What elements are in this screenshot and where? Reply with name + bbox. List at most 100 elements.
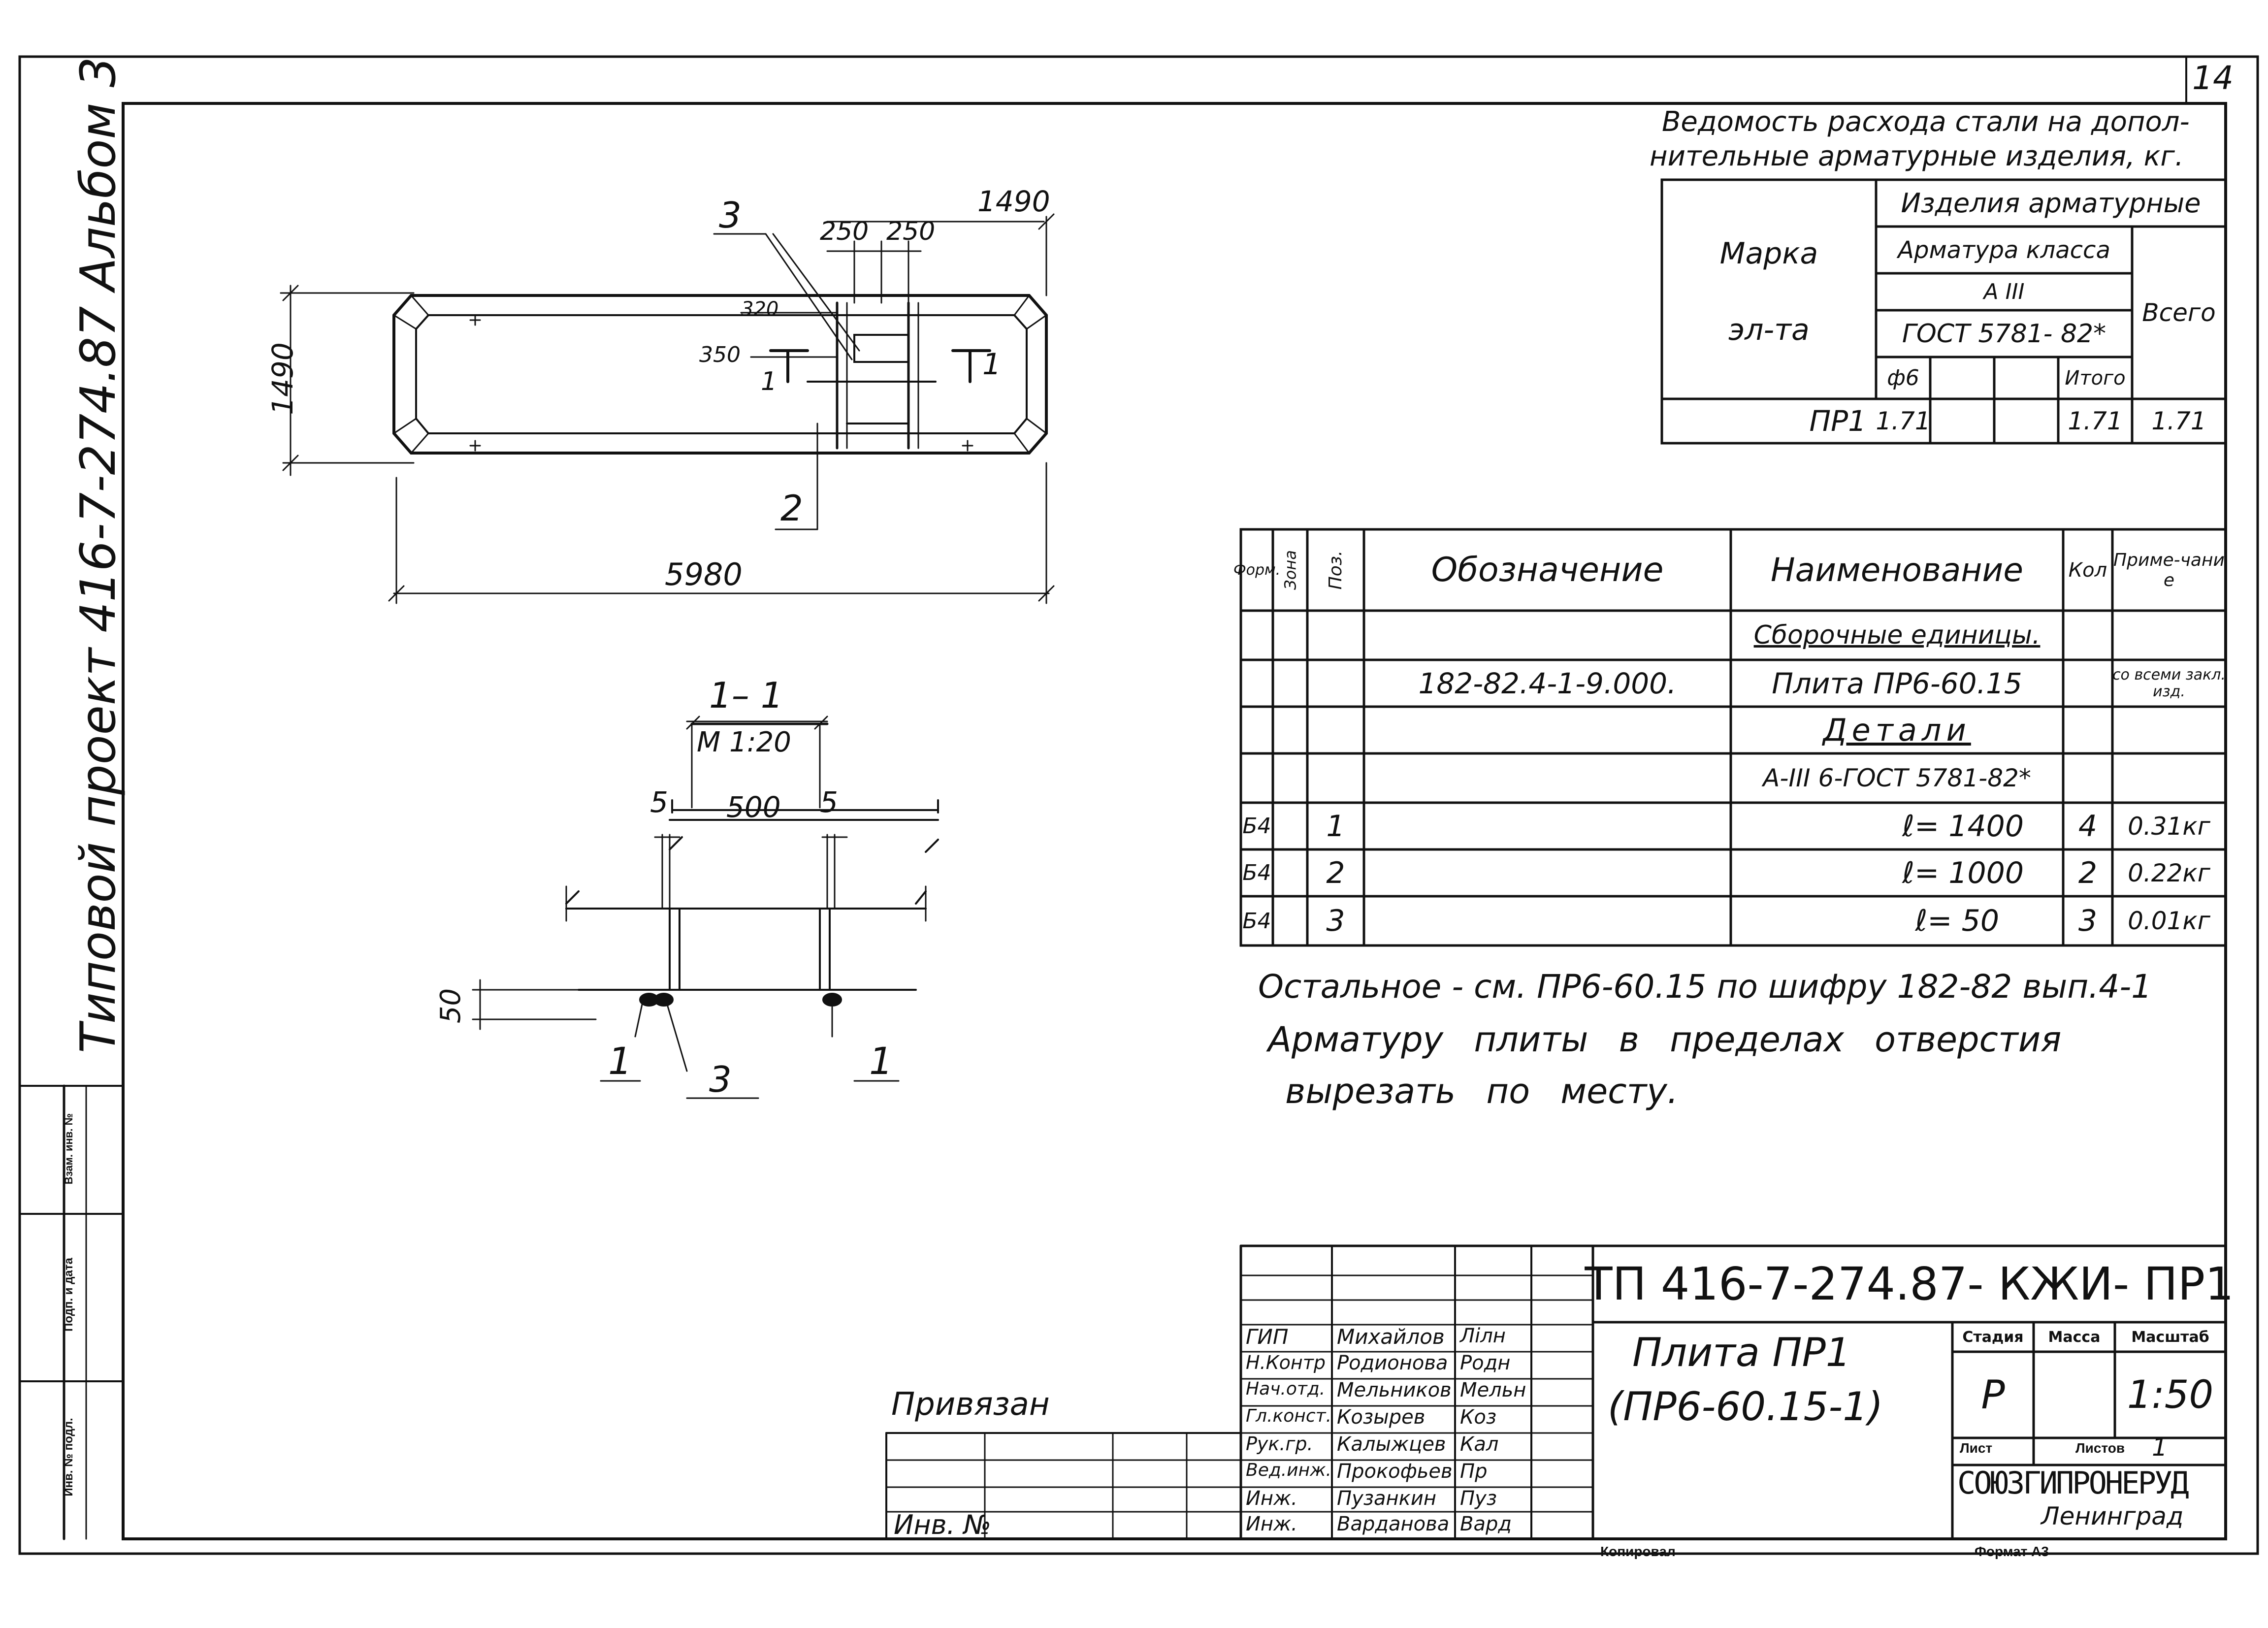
title-inv-no: Инв. № (894, 1509, 992, 1540)
signer-role-3: Нач.отд. (1246, 1379, 1326, 1399)
signer-role-4: Гл.конст. (1246, 1406, 1332, 1426)
steel-col-mark: Марка (1719, 236, 1818, 271)
section-dim-500: 500 (726, 790, 781, 824)
stamp-inv-no: Инв. № подл. (62, 1418, 75, 1497)
plan-section-mark-left: 1 (761, 367, 778, 396)
plan-dim-350: 350 (699, 342, 741, 367)
section-scale: М 1:20 (697, 726, 791, 758)
spec-row-6-name: ℓ= 1000 (1902, 855, 2024, 890)
spec-header-designation: Обозначение (1431, 551, 1664, 589)
steel-col-d6: ф6 (1887, 365, 1919, 391)
title-block-name-2: (ПР6-60.15-1) (1608, 1384, 1883, 1430)
section-callout-1-right: 1 (869, 1039, 893, 1083)
title-stage: Р (1981, 1372, 2005, 1418)
spec-row-7-qty: 3 (2078, 904, 2098, 938)
plan-dim-total-length: 5980 (665, 556, 743, 592)
signer-sign-4: Коз (1460, 1406, 1497, 1429)
section-title: 1– 1 (709, 675, 783, 716)
signer-sign-1: Лілн (1460, 1325, 1506, 1347)
spec-row-5-format: Б4 (1242, 814, 1271, 839)
signer-name-1: Михайлов (1337, 1325, 1445, 1349)
steel-table-lines (1660, 178, 2227, 445)
signer-name-8: Варданова (1337, 1513, 1450, 1535)
spec-row-5-qty: 4 (2078, 809, 2098, 844)
note-line-1: Остальное - см. ПР6-60.15 по шифру 182-8… (1258, 968, 2152, 1006)
title-block-lines (885, 1244, 2227, 1540)
signer-role-8: Инж. (1246, 1513, 1297, 1535)
steel-col-products: Изделия арматурные (1901, 188, 2201, 219)
title-sheets: 1 (2152, 1433, 2168, 1462)
section-dim-50: 50 (435, 988, 467, 1024)
spec-row-4-name: А-III 6-ГОСТ 5781-82* (1763, 764, 2031, 792)
plan-callout-2: 2 (780, 488, 803, 529)
spec-row-6-qty: 2 (2078, 855, 2098, 890)
signer-role-6: Вед.инж. (1246, 1460, 1331, 1480)
spec-row-6-note: 0.22кг (2128, 858, 2210, 887)
plan-callout-3: 3 (719, 195, 742, 236)
title-scale: 1:50 (2127, 1372, 2214, 1417)
signer-name-7: Пузанкин (1337, 1487, 1436, 1510)
spec-row-6-pos: 2 (1326, 855, 1345, 890)
plan-dim-width: 1490 (265, 342, 299, 415)
steel-col-mark2: эл-та (1728, 313, 1810, 347)
plan-view (392, 294, 1048, 455)
spec-header-format: Форм. (1233, 561, 1281, 579)
steel-col-class: Арматура класса (1898, 236, 2110, 264)
steel-row-mark: ПР1 (1809, 404, 1867, 438)
spec-table-lines (1239, 528, 2227, 947)
plan-dimensions (280, 213, 1055, 604)
signer-role-1: ГИП (1246, 1325, 1289, 1349)
signer-name-6: Прокофьев (1337, 1460, 1453, 1483)
steel-row-itogo: 1.71 (2068, 407, 2123, 435)
spec-row-2-note: со всеми закл. изд. (2112, 666, 2226, 700)
spec-header-note: Приме-чание (2113, 550, 2225, 590)
side-title: Типовой проект 416-7-274.87 Альбом 3 (70, 57, 127, 1053)
signer-role-5: Рук.гр. (1246, 1433, 1313, 1455)
title-scale-label: Масштаб (2131, 1328, 2209, 1346)
signer-role-7: Инж. (1246, 1487, 1297, 1510)
signer-name-2: Родионова (1337, 1352, 1448, 1374)
plan-dim-250-b: 250 (886, 217, 936, 246)
plan-section-mark-right: 1 (982, 347, 1002, 382)
spec-header-name: Наименование (1771, 551, 2023, 589)
spec-row-5-note: 0.31кг (2128, 812, 2210, 841)
title-sheets-label: Листов (2075, 1440, 2125, 1456)
stamp-sign-date: Подп. и дата (62, 1258, 75, 1332)
title-city: Ленинград (2041, 1502, 2184, 1530)
steel-row-d6: 1.71 (1876, 407, 1931, 435)
signer-sign-8: Вард (1460, 1513, 1512, 1535)
signer-name-5: Калыжцев (1337, 1433, 1446, 1456)
spec-row-3-name: Детали (1823, 712, 1971, 748)
stamp-replace-inv: Взам. инв. № (63, 1113, 75, 1185)
steel-col-itogo: Итого (2065, 366, 2126, 390)
signer-name-3: Мельников (1337, 1379, 1452, 1401)
steel-col-total: Всего (2142, 298, 2216, 327)
steel-col-class-value: А III (1983, 279, 2025, 304)
footer-format: Формат А3 (1975, 1544, 2049, 1559)
signer-name-4: Козырев (1337, 1406, 1426, 1429)
section-view (472, 716, 939, 1099)
steel-col-gost: ГОСТ 5781- 82* (1902, 319, 2106, 349)
section-callout-3: 3 (709, 1059, 732, 1100)
spec-row-7-note: 0.01кг (2128, 907, 2210, 935)
steel-table-title-2: нительные арматурные изделия, кг. (1650, 140, 2184, 172)
title-privyazan: Привязан (891, 1386, 1050, 1423)
steel-table-title-1: Ведомость расхода стали на допол- (1662, 106, 2190, 138)
steel-row-total: 1.71 (2151, 407, 2206, 435)
title-stage-label: Стадия (1962, 1328, 2024, 1346)
section-dim-5-right: 5 (820, 785, 838, 819)
spec-row-6-format: Б4 (1242, 860, 1271, 885)
spec-row-7-pos: 3 (1326, 904, 1345, 938)
title-block-code: ТП 416-7-274.87- КЖИ- ПР1 (1585, 1258, 2234, 1310)
signer-sign-3: Мельн (1460, 1379, 1526, 1401)
spec-header-qty: Кол (2068, 558, 2107, 582)
plan-dim-320: 320 (741, 298, 779, 321)
title-org: СОЮЗГИПРОНЕРУД (1957, 1465, 2189, 1501)
section-callout-1-left: 1 (608, 1039, 632, 1083)
signer-sign-5: Кал (1460, 1433, 1499, 1456)
spec-row-7-name: ℓ= 50 (1915, 904, 1999, 938)
note-line-2: Арматуру плиты в пределах отверстия (1268, 1019, 2062, 1060)
spec-row-5-name: ℓ= 1400 (1902, 809, 2024, 844)
note-line-3: вырезать по месту. (1285, 1071, 1679, 1111)
